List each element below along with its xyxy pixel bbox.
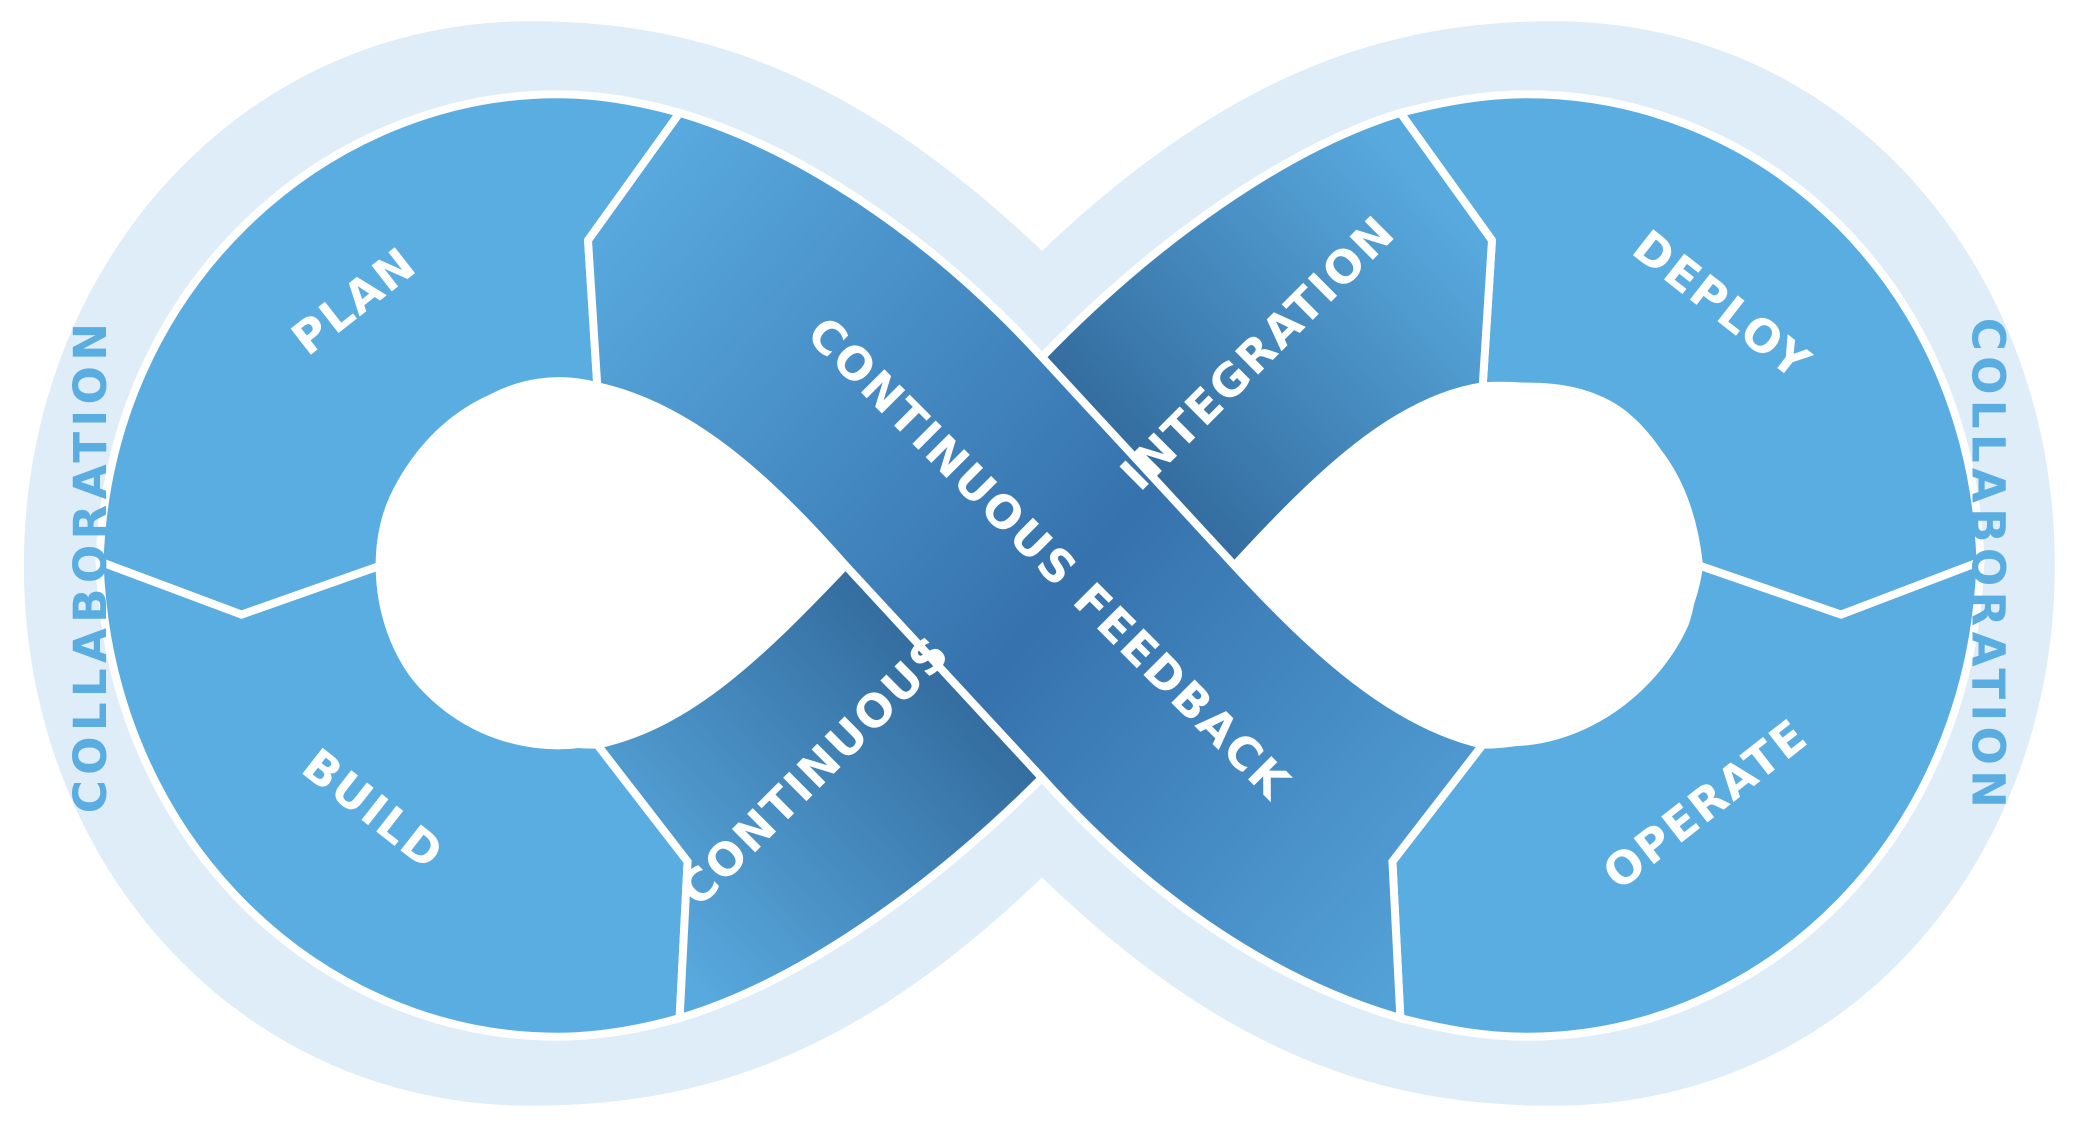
right-loop-hole <box>1234 382 1698 747</box>
left-loop-hole <box>375 380 846 750</box>
collaboration-right-label: COLLABORATION <box>1961 318 2014 814</box>
collaboration-left-label: COLLABORATION <box>64 318 117 814</box>
